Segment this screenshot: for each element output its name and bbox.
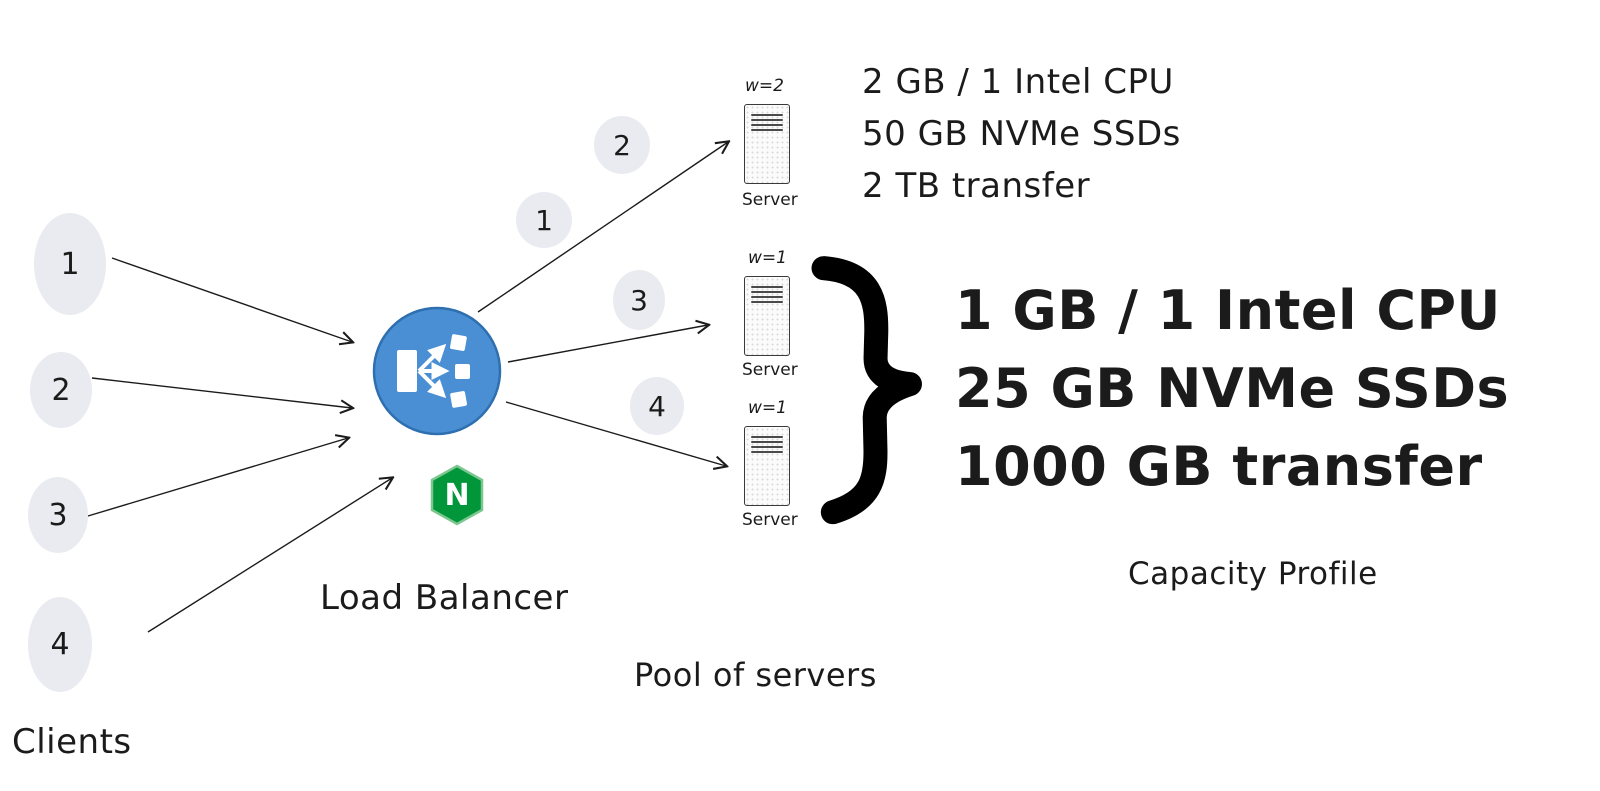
server-icon-1 bbox=[744, 104, 790, 184]
server-weight: w=1 bbox=[748, 398, 787, 418]
spec-line: 1 GB / 1 Intel CPU bbox=[955, 279, 1501, 342]
spec-line: 2 TB transfer bbox=[862, 166, 1091, 206]
request-badge-4: 4 bbox=[630, 377, 684, 435]
spec-line: 25 GB NVMe SSDs bbox=[955, 357, 1510, 420]
badge-number: 1 bbox=[535, 203, 553, 237]
client-number: 1 bbox=[60, 246, 80, 282]
server-icon-3 bbox=[744, 426, 790, 506]
arrow-client3-lb bbox=[87, 438, 348, 517]
server-icon-2 bbox=[744, 276, 790, 356]
server-label: Server bbox=[742, 190, 798, 210]
pooled-specs: 1 GB / 1 Intel CPU 25 GB NVMe SSDs 1000 … bbox=[955, 272, 1509, 506]
client-number: 3 bbox=[48, 497, 68, 533]
nginx-letter: N bbox=[444, 478, 469, 513]
client-number: 2 bbox=[51, 372, 71, 408]
client-node-2: 2 bbox=[30, 352, 92, 428]
server-label: Server bbox=[742, 360, 798, 380]
badge-number: 2 bbox=[613, 128, 631, 162]
arrow-client4-lb bbox=[147, 478, 392, 633]
server-weight: w=1 bbox=[748, 248, 787, 268]
pool-of-servers-label: Pool of servers bbox=[634, 656, 877, 694]
spec-line: 50 GB NVMe SSDs bbox=[862, 114, 1181, 154]
request-badge-1: 1 bbox=[516, 192, 572, 248]
client-node-3: 3 bbox=[28, 477, 88, 553]
arrow-lb-server1 bbox=[477, 142, 728, 313]
server-label: Server bbox=[742, 510, 798, 530]
capacity-profile-label: Capacity Profile bbox=[1128, 556, 1378, 592]
server1-specs: 2 GB / 1 Intel CPU 50 GB NVMe SSDs 2 TB … bbox=[862, 56, 1181, 212]
load-balancer-icon bbox=[372, 306, 502, 436]
server-weight: w=2 bbox=[745, 76, 784, 96]
nginx-icon: N bbox=[430, 464, 484, 526]
load-balancer-label: Load Balancer bbox=[320, 578, 569, 618]
client-number: 4 bbox=[50, 627, 70, 662]
arrow-client2-lb bbox=[91, 377, 352, 408]
client-node-4: 4 bbox=[28, 597, 92, 692]
arrow-lb-server2 bbox=[507, 325, 708, 363]
request-badge-2: 2 bbox=[594, 116, 650, 174]
arrow-client1-lb bbox=[111, 257, 352, 342]
badge-number: 3 bbox=[630, 283, 648, 317]
curly-brace-icon bbox=[811, 256, 922, 525]
request-badge-3: 3 bbox=[613, 270, 665, 330]
spec-line: 2 GB / 1 Intel CPU bbox=[862, 62, 1174, 102]
client-node-1: 1 bbox=[34, 213, 106, 315]
spec-line: 1000 GB transfer bbox=[955, 435, 1483, 498]
arrow-lb-server3 bbox=[505, 401, 726, 466]
badge-number: 4 bbox=[648, 389, 666, 423]
clients-label: Clients bbox=[12, 722, 132, 762]
